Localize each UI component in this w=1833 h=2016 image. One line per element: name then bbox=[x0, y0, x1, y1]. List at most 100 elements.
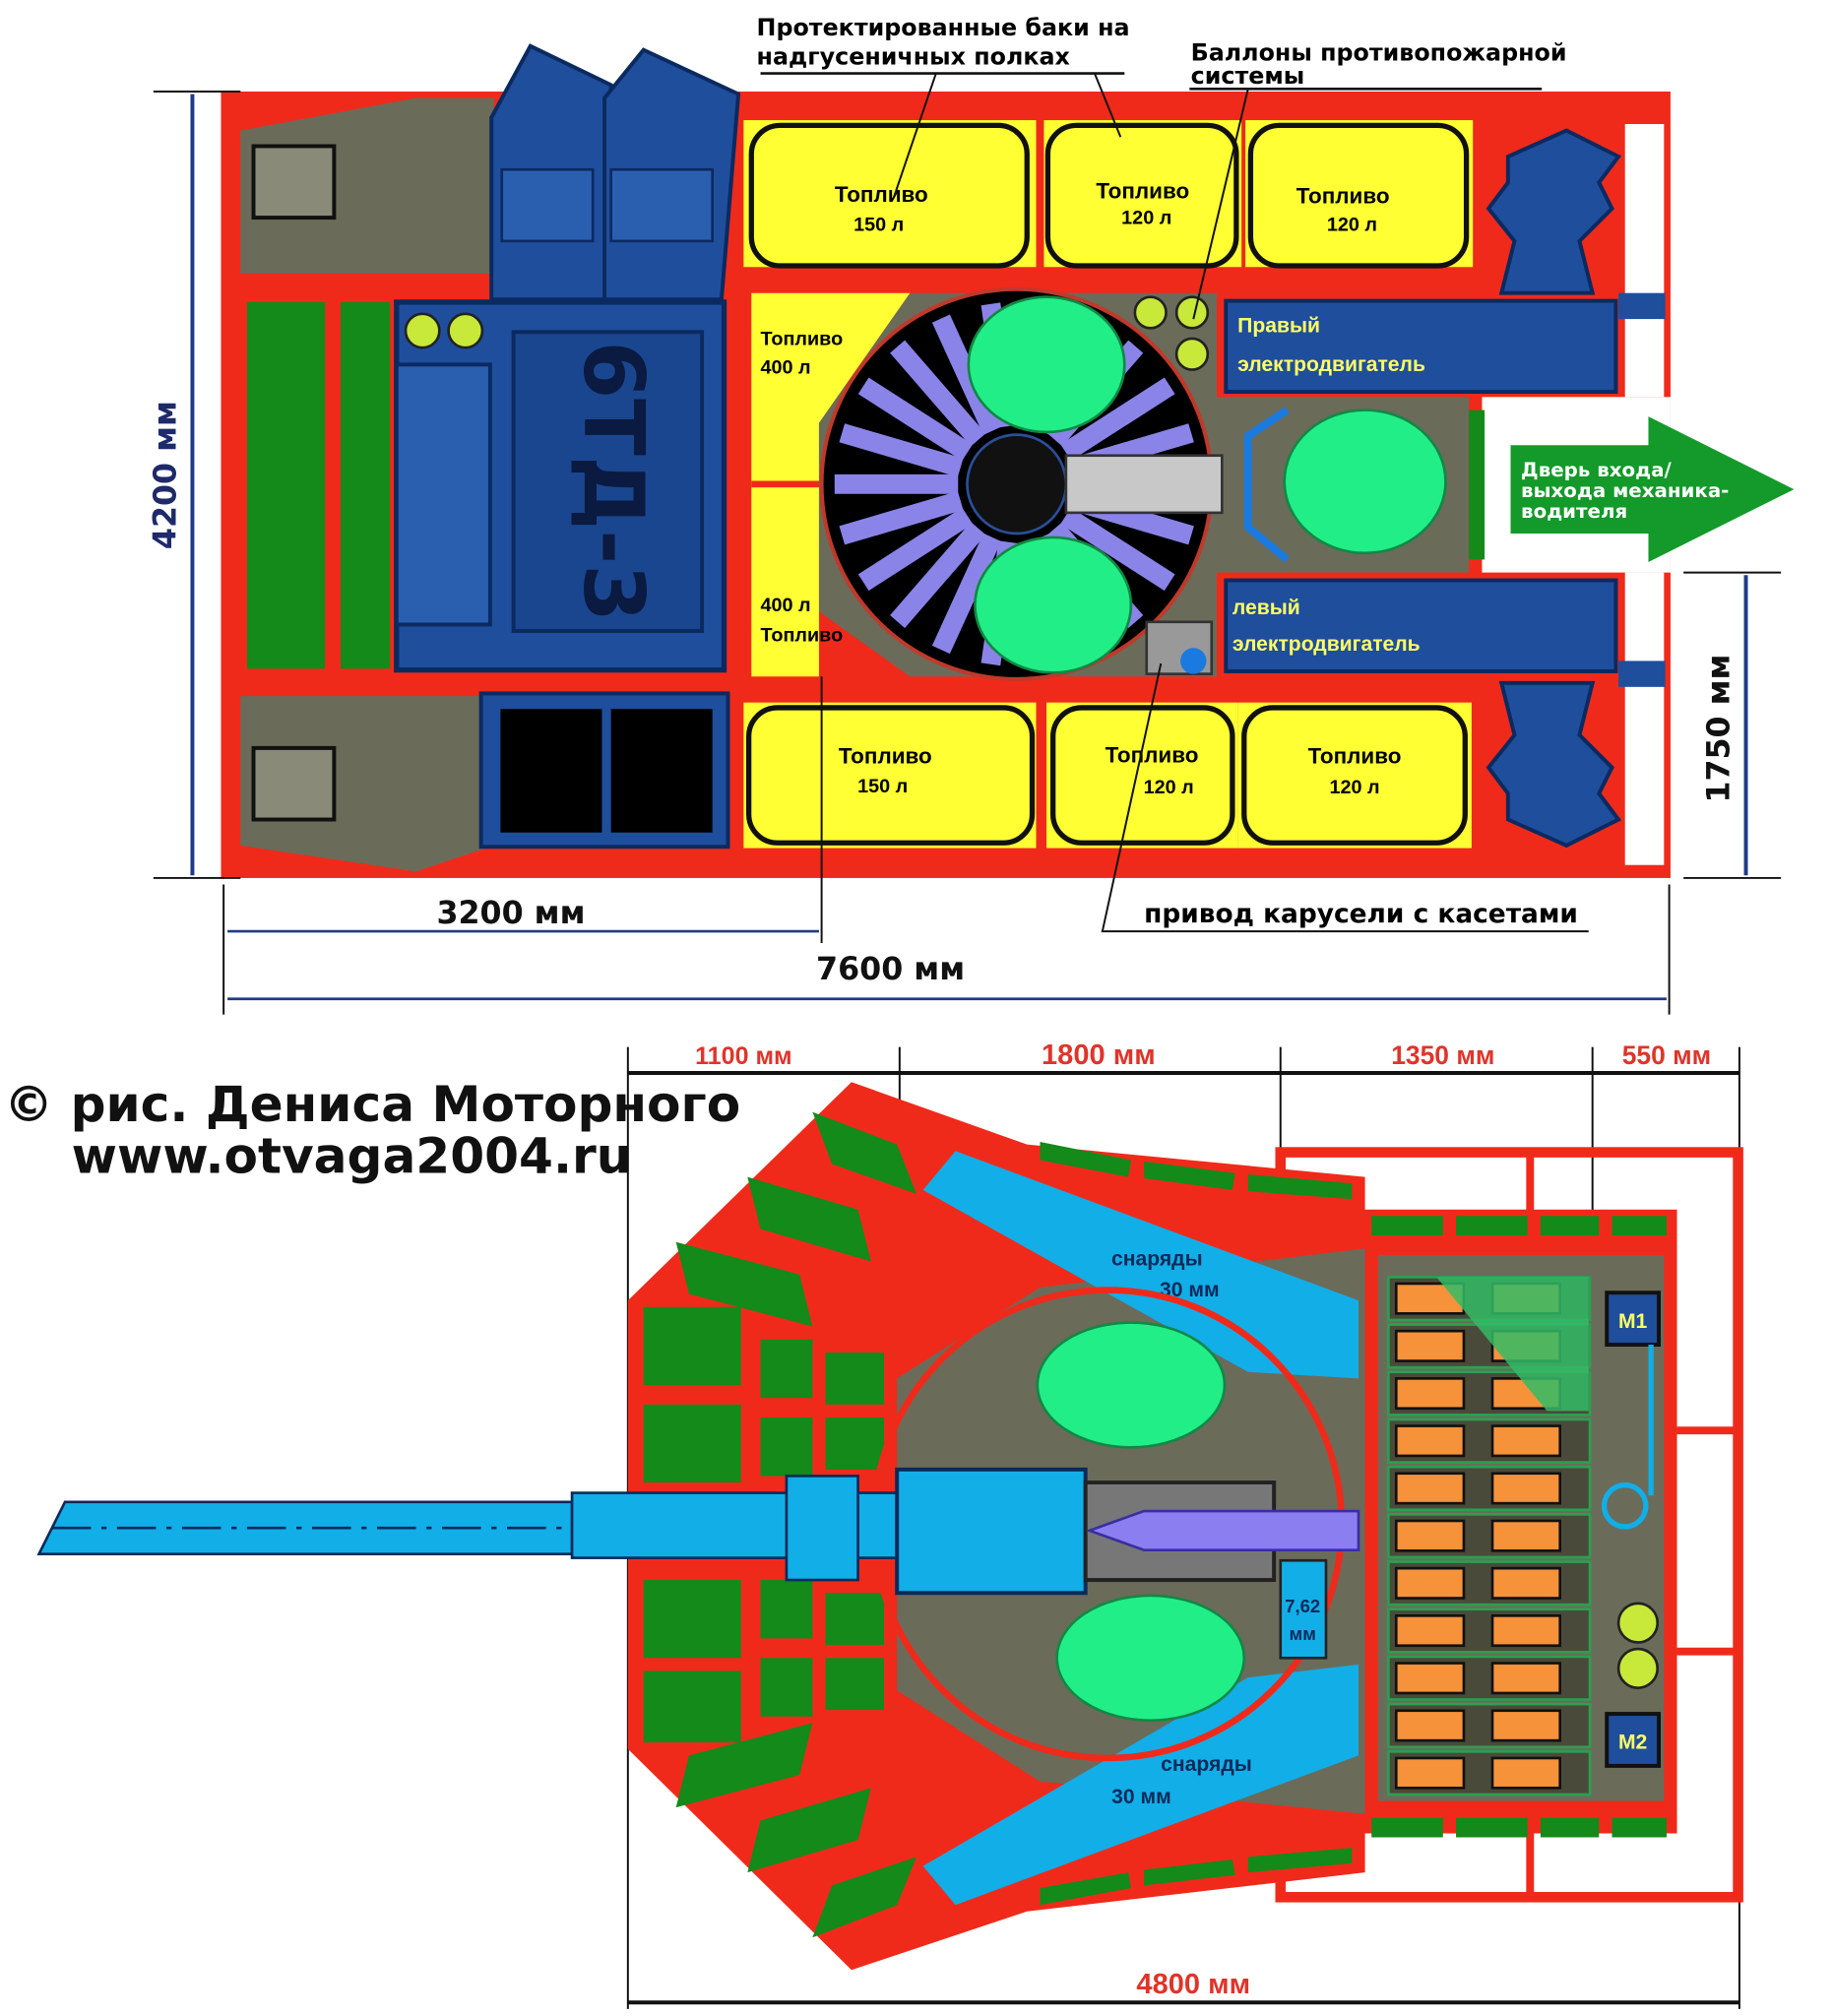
dim-rear-niche: 1100 мм bbox=[695, 1042, 791, 1070]
fuel-tank-label: Топливо bbox=[1096, 178, 1189, 203]
fuel-tank-volume: 150 л bbox=[853, 214, 904, 235]
dim-ammo-zone: 1350 мм bbox=[1391, 1040, 1494, 1070]
drive-shaft-bottom bbox=[1618, 661, 1666, 687]
ammo-round bbox=[1394, 1709, 1466, 1742]
composite-armor-block bbox=[1144, 1858, 1235, 1886]
motor-m1-label: M1 bbox=[1618, 1310, 1648, 1333]
composite-armor-block bbox=[643, 1306, 741, 1385]
gun-breech-hull bbox=[1064, 454, 1224, 515]
dim-hull-length: 7600 мм bbox=[816, 952, 965, 987]
carousel-cassette bbox=[857, 507, 974, 592]
inner-fuel-top-label: Топливо bbox=[761, 329, 844, 350]
fuel-tank-label: Топливо bbox=[1308, 744, 1402, 769]
ammo-round bbox=[1490, 1756, 1562, 1790]
crew-member-gunner bbox=[974, 536, 1133, 674]
inner-fuel-bottom-label: Топливо bbox=[761, 625, 844, 647]
composite-armor-block bbox=[1144, 1161, 1235, 1190]
fuel-tank-volume: 120 л bbox=[1121, 208, 1171, 229]
right-electric-motor bbox=[1224, 298, 1618, 395]
composite-armor-block bbox=[747, 1788, 871, 1873]
driver-door-label-3: водителя bbox=[1521, 500, 1627, 523]
hull-front-white-top bbox=[1624, 124, 1665, 398]
carousel-drive-callout: привод карусели с касетами bbox=[1144, 899, 1578, 929]
composite-armor-block bbox=[812, 1857, 916, 1938]
driver-controls bbox=[1243, 407, 1290, 563]
carousel-drive-motor bbox=[1180, 648, 1207, 674]
right-motor-label-2: электродвигатель bbox=[1237, 353, 1425, 376]
fuel-tank bbox=[1241, 705, 1468, 846]
left-motor-label-2: электродвигатель bbox=[1233, 633, 1421, 656]
carousel-cassette bbox=[931, 533, 1002, 655]
mg-label-1: 7,62 bbox=[1285, 1596, 1320, 1616]
composite-armor-block bbox=[1371, 1817, 1443, 1838]
ammo-empty-area bbox=[1436, 1277, 1589, 1412]
ammo-round bbox=[1394, 1662, 1466, 1695]
driver-door-label-2: выхода механика- bbox=[1521, 479, 1729, 502]
composite-armor-block bbox=[643, 1580, 741, 1659]
intake-panel-1 bbox=[500, 167, 595, 243]
driver-door-arrow-icon bbox=[1510, 416, 1795, 563]
gun-breech bbox=[895, 1467, 1088, 1596]
composite-armor-block bbox=[1040, 1872, 1131, 1906]
inner-fuel-tank bbox=[751, 292, 911, 677]
shells-bottom-label-2: 30 мм bbox=[1111, 1786, 1171, 1808]
author-credit: © рис. Дениса Моторного bbox=[4, 1075, 740, 1133]
fuel-tank bbox=[748, 122, 1030, 269]
fire-extinguisher-icon bbox=[1133, 295, 1168, 330]
filter-icon bbox=[404, 312, 441, 349]
motor-m2 bbox=[1605, 1712, 1662, 1768]
sight-icon bbox=[1601, 1482, 1649, 1530]
fuel-tanks-top: Топливо 150 л Топливо 120 л Топливо 120 … bbox=[743, 120, 1474, 269]
rear-composite-blocks bbox=[643, 1111, 1667, 1938]
ammo-round bbox=[1394, 1614, 1466, 1648]
fuel-tank-label: Топливо bbox=[1106, 742, 1199, 767]
fire-extinguisher-icon bbox=[1616, 1647, 1660, 1689]
composite-armor-block bbox=[1540, 1216, 1600, 1236]
dim-hull-width: 4200 мм bbox=[148, 401, 183, 549]
ammo-round bbox=[1490, 1519, 1562, 1552]
carousel-cassette bbox=[1060, 377, 1175, 462]
composite-armor-block bbox=[760, 1658, 813, 1717]
shells-top-label-2: 30 мм bbox=[1160, 1279, 1220, 1301]
fuel-tank bbox=[1247, 122, 1470, 269]
composite-armor-block bbox=[812, 1111, 916, 1194]
driver-door-strip bbox=[1469, 410, 1485, 560]
composite-armor-block bbox=[760, 1580, 813, 1639]
fuel-tank-volume: 120 л bbox=[1329, 777, 1379, 798]
filter-icon bbox=[447, 312, 484, 349]
composite-armor-block bbox=[1371, 1216, 1443, 1236]
carousel-cassette bbox=[857, 377, 974, 462]
turret-crew-top bbox=[1036, 1321, 1227, 1449]
fuel-tank bbox=[746, 705, 1036, 846]
shell-belt-top bbox=[922, 1151, 1359, 1379]
left-motor-label-1: левый bbox=[1233, 597, 1300, 619]
engine-lower-black-2 bbox=[610, 709, 713, 833]
left-electric-motor bbox=[1224, 578, 1618, 673]
website-credit: www.otvaga2004.ru bbox=[72, 1127, 632, 1185]
ammo-round bbox=[1394, 1472, 1466, 1505]
dim-front-zone: 550 мм bbox=[1622, 1040, 1711, 1070]
rear-hatch-bottom bbox=[251, 745, 337, 822]
inner-fuel-bottom-volume: 400 л bbox=[761, 595, 811, 616]
carousel-cassette bbox=[839, 491, 964, 545]
ammo-round bbox=[1394, 1329, 1466, 1362]
composite-armor-block bbox=[643, 1670, 741, 1743]
leader-line bbox=[1192, 89, 1249, 320]
right-motor-label-1: Правый bbox=[1237, 314, 1320, 337]
composite-armor-block bbox=[1612, 1817, 1667, 1838]
ammo-round bbox=[1490, 1709, 1562, 1742]
ammo-round bbox=[1394, 1519, 1466, 1552]
ammo-round bbox=[1394, 1756, 1466, 1790]
rear-sponson-top bbox=[240, 97, 494, 274]
fuel-tank bbox=[1050, 705, 1235, 846]
composite-armor-block bbox=[1612, 1216, 1667, 1236]
composite-armor-block bbox=[675, 1723, 813, 1808]
ammo-round bbox=[1394, 1377, 1466, 1411]
leader-line bbox=[1094, 73, 1122, 138]
composite-armor-block bbox=[1040, 1142, 1131, 1177]
final-drive-top bbox=[1485, 128, 1622, 295]
composite-armor-block bbox=[825, 1593, 884, 1646]
intake-panel-2 bbox=[609, 167, 714, 243]
fire-extinguisher-icon bbox=[1174, 295, 1210, 330]
